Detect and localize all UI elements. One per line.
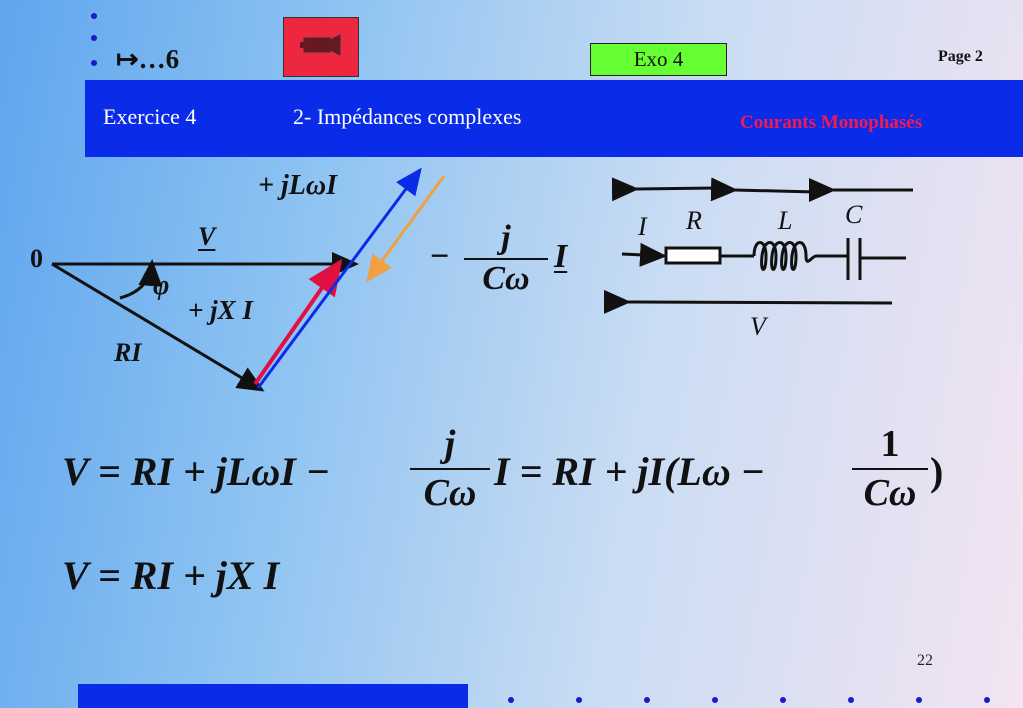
capacitive-vector xyxy=(366,175,446,283)
footer-dot xyxy=(644,697,650,703)
cap-i-label: I xyxy=(554,238,568,275)
exercise-title: Exercice 4 xyxy=(103,104,197,129)
equation-1-fraction-2: 1 Cω xyxy=(852,420,928,516)
frac2-denominator: Cω xyxy=(863,472,917,514)
video-camera-icon xyxy=(300,34,341,56)
equation-1-close-paren: ) xyxy=(930,449,944,494)
circuit-c-label: C xyxy=(845,200,863,229)
footer-dot xyxy=(780,697,786,703)
frac2-numerator: 1 xyxy=(880,423,900,465)
footer-dot xyxy=(508,697,514,703)
frac1-numerator: j xyxy=(444,423,456,465)
fraction-bar xyxy=(852,468,928,470)
footer-dot xyxy=(916,697,922,703)
fraction-bar xyxy=(464,258,548,260)
bullet-dot xyxy=(91,35,97,41)
circuit-r-label: R xyxy=(686,206,702,235)
bullet-dot xyxy=(91,13,97,19)
v-label: V xyxy=(198,222,216,251)
cap-fraction: j Cω xyxy=(464,218,548,298)
rlc-circuit xyxy=(603,177,913,314)
phi-angle-arc xyxy=(119,259,163,300)
phi-label: φ xyxy=(153,270,170,301)
equation-1-fraction-1: j Cω xyxy=(410,420,490,516)
footer-dot xyxy=(984,697,990,703)
equation-2: V = RI + jX I xyxy=(62,553,280,598)
jxi-label: + jX I xyxy=(188,295,253,325)
video-button[interactable] xyxy=(283,17,359,77)
jxi-vector xyxy=(253,258,343,386)
footer-dot xyxy=(576,697,582,703)
jlwi-vector xyxy=(256,167,422,389)
frac1-denominator: Cω xyxy=(423,472,477,514)
footer-bar xyxy=(78,684,468,708)
equation-1-part1: V = RI + jLωI − xyxy=(62,449,331,494)
origin-label: 0 xyxy=(30,244,43,273)
exo-4-button[interactable]: Exo 4 xyxy=(590,43,727,76)
circuit-i-label: I xyxy=(638,212,647,241)
equation-1-part2: I = RI + jI(Lω − xyxy=(494,449,765,494)
ri-label: RI xyxy=(114,338,142,367)
circuit-l-label: L xyxy=(778,206,793,235)
fraction-bar xyxy=(410,468,490,470)
title-banner xyxy=(85,80,1023,157)
section-subtitle: 2- Impédances complexes xyxy=(293,104,522,129)
cap-minus: − xyxy=(430,238,450,275)
cap-numerator: j xyxy=(501,219,511,256)
page-label: Page 2 xyxy=(938,48,983,65)
nav-arrow-link[interactable]: ↦…6 xyxy=(116,44,180,74)
slide-number: 22 xyxy=(917,652,933,669)
circuit-v-label: V xyxy=(750,312,766,341)
footer-dot xyxy=(712,697,718,703)
ri-vector xyxy=(51,262,265,392)
bullet-dot xyxy=(91,60,97,66)
jlwi-label: + jLωI xyxy=(258,170,337,201)
cap-denominator: Cω xyxy=(482,260,530,297)
footer-dot xyxy=(848,697,854,703)
course-title: Courants Monophasés xyxy=(740,112,923,133)
